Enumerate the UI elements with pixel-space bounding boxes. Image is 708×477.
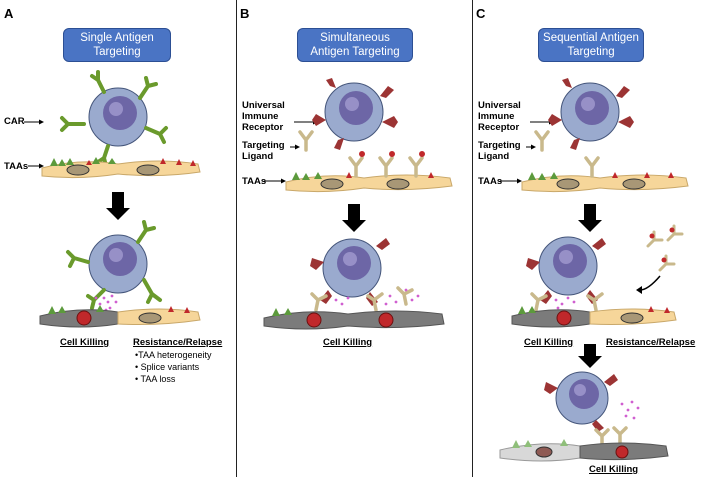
t-cell xyxy=(324,82,384,142)
panel-a-illustration xyxy=(24,70,201,328)
panel-a: A Single Antigen Targeting CAR TAAs xyxy=(0,0,236,477)
reason-3: • TAA loss xyxy=(135,374,176,384)
taas-label: TAAs xyxy=(4,161,29,172)
panel-b-illustration xyxy=(263,78,453,330)
resistance-label: Resistance/Relapse xyxy=(133,337,223,348)
t-cell-bottom xyxy=(555,371,609,425)
down-arrow-2 xyxy=(578,344,602,368)
reason-2: • Splice variants xyxy=(135,362,200,372)
cell-killing-label: Cell Killing xyxy=(524,337,574,348)
panel-b: B Simultaneous Antigen Targeting Univers… xyxy=(236,0,472,477)
tumor-cells-top xyxy=(41,157,201,179)
panel-title: Simultaneous Antigen Targeting xyxy=(297,28,413,62)
panel-divider-ab xyxy=(236,0,237,477)
t-cell-bottom xyxy=(322,238,382,298)
panel-title: Single Antigen Targeting xyxy=(63,28,171,62)
t-cell xyxy=(560,82,620,142)
cell-killing-label: Cell Killing xyxy=(323,337,373,348)
taas-label: TAAs xyxy=(242,176,267,187)
reason-1: •TAA heterogeneity xyxy=(135,350,212,360)
resistance-label: Resistance/Relapse xyxy=(606,337,696,348)
receptor-label: Universal Immune Receptor xyxy=(478,100,521,133)
t-cell-middle xyxy=(538,236,598,296)
car-receptors xyxy=(60,70,168,168)
panel-c-illustration xyxy=(499,78,689,462)
down-arrow xyxy=(342,204,366,232)
panel-letter: A xyxy=(4,6,14,21)
cell-killing-label-2: Cell Killing xyxy=(589,464,639,475)
panel-letter: B xyxy=(240,6,250,21)
taas-label: TAAs xyxy=(478,176,503,187)
panel-divider-bc xyxy=(472,0,473,477)
cell-killing-label: Cell Killing xyxy=(60,337,110,348)
ligand-label: Targeting Ligand xyxy=(478,140,521,162)
tumor-cells-bottom xyxy=(39,305,201,328)
receptor-label: Universal Immune Receptor xyxy=(242,100,285,133)
universal-receptors xyxy=(312,78,398,150)
down-arrow xyxy=(106,192,130,220)
ligand-label: Targeting Ligand xyxy=(242,140,285,162)
panel-title: Sequential Antigen Targeting xyxy=(538,28,644,62)
t-cell xyxy=(88,87,148,147)
down-arrow xyxy=(578,204,602,232)
panel-c: C Sequential Antigen Targeting Universal… xyxy=(472,0,708,477)
car-label: CAR xyxy=(4,116,25,127)
panel-letter: C xyxy=(476,6,486,21)
t-cell-bottom xyxy=(88,234,148,294)
